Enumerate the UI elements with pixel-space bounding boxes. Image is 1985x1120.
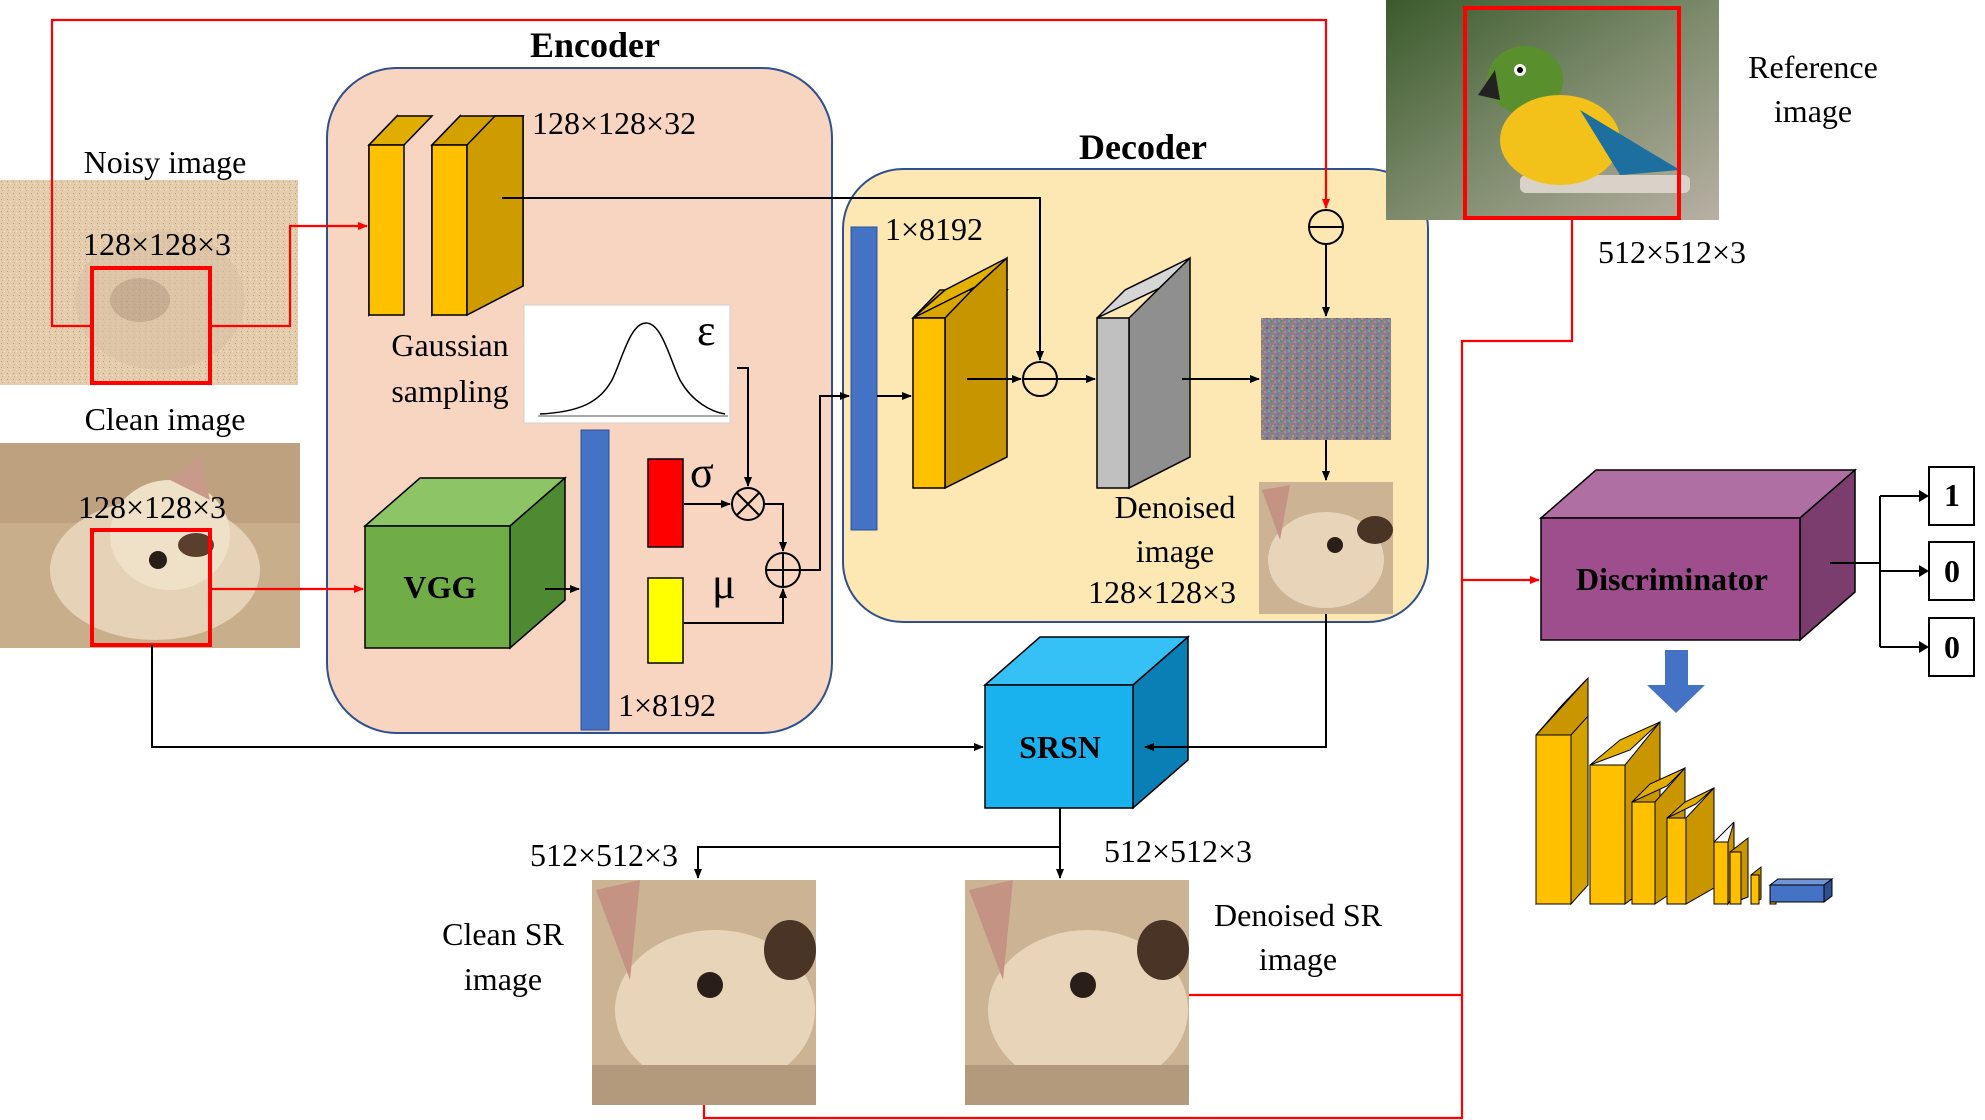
disc-layer-1 [1535,676,1589,906]
denoised-sr-image [965,880,1189,1105]
clean-sr-label-line1: Clean SR [442,916,564,952]
reference-crop-box [1463,6,1681,220]
add-operator [765,552,801,588]
encoder-latent-bar [580,429,610,731]
reference-image [1386,0,1719,220]
srsn-block [983,635,1190,810]
denoised-sr-label-line1: Denoised SR [1214,897,1383,933]
discriminator-expand-arrow [1647,650,1705,713]
disc-layer-4 [1666,786,1715,905]
discriminator-output-1-value: 1 [1944,477,1960,513]
epsilon-symbol: ε [697,306,715,355]
encoder-title: Encoder [530,25,660,65]
discriminator-output-1: 1 [1928,466,1975,526]
clean-image [0,443,300,648]
decoder-latent-dim: 1×8192 [885,211,983,247]
clean-sr-dim: 512×512×3 [530,837,678,873]
denoised-label-line2: image [1136,533,1214,569]
gaussian-curve [539,322,726,415]
reference-dim: 512×512×3 [1598,234,1746,270]
gaussian-label-line2: sampling [391,373,508,409]
denoised-dim: 128×128×3 [1088,574,1236,610]
encoder-latent-dim: 1×8192 [618,687,716,723]
clean-sr-image [592,880,816,1105]
noisy-image-label: Noisy image [84,144,247,180]
gaussian-plot [523,304,731,424]
sigma-symbol: σ [690,448,714,497]
mu-vector [647,577,684,664]
decoder-conv-block [911,256,1009,490]
discriminator-output-2: 0 [1928,541,1975,601]
vgg-block [363,476,567,650]
discriminator-output-2-value: 0 [1944,553,1960,589]
denoised-label-line1: Denoised [1115,489,1236,525]
encoder-conv-block-1 [367,114,434,317]
noise-residual-map [1261,318,1391,440]
denoised-sr-label-line2: image [1259,941,1337,977]
decoder-title: Decoder [1079,127,1207,167]
decoder-latent-bar [850,226,878,531]
discriminator-label: Discriminator [1576,561,1768,597]
noisy-image-dim: 128×128×3 [83,226,231,262]
discriminator-output-arrowheads [1919,490,1929,653]
srsn-label: SRSN [1019,729,1101,765]
clean-image-dim: 128×128×3 [78,489,226,525]
discriminator-output-branch [1830,495,1927,648]
encoder-conv-block-2 [430,114,525,317]
red-flow-arrows [50,18,1574,1120]
sigma-vector [647,458,684,548]
clean-image-label: Clean image [85,401,246,437]
discriminator-output-3-value: 0 [1944,629,1960,665]
gaussian-label-line1: Gaussian [391,327,508,363]
discriminator-block [1539,468,1857,642]
noisy-image [0,180,298,385]
discriminator-layers [1535,676,1834,906]
disc-layer-7 [1750,865,1762,905]
reference-label-line1: Reference [1748,49,1878,85]
denoised-sr-dim: 512×512×3 [1104,833,1252,869]
decoder-output-block [1096,256,1191,490]
disc-output-vector [1768,878,1834,903]
encoder-conv-dim: 128×128×32 [532,105,696,141]
mu-symbol: μ [712,559,736,608]
disc-layer-6 [1729,836,1749,905]
clean-sr-label-line2: image [464,961,542,997]
discriminator-output-3: 0 [1928,617,1975,677]
vgg-label: VGG [404,569,477,605]
black-flow-arrows [151,197,1330,879]
reference-label-line2: image [1774,93,1852,129]
denoised-image [1259,482,1393,614]
